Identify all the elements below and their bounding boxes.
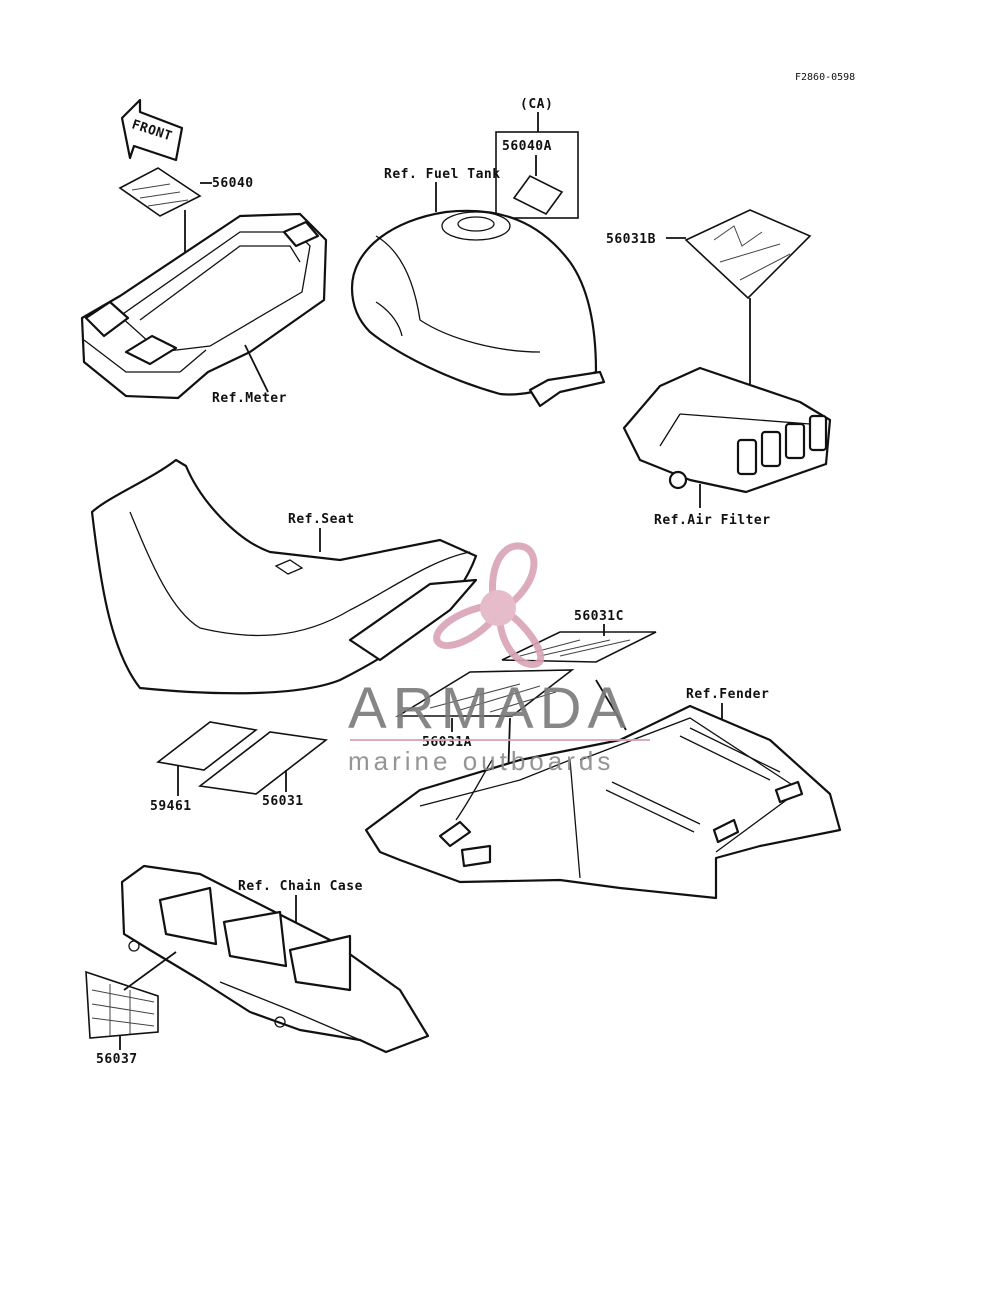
watermark-brand: ARMADA xyxy=(348,676,632,741)
propeller-hub-icon xyxy=(480,590,516,626)
label-ref-seat: Ref.Seat xyxy=(288,512,355,527)
label-56031C: 56031C xyxy=(574,609,624,624)
label-ref-air-filter: Ref.Air Filter xyxy=(654,513,771,528)
meter-assembly xyxy=(80,212,328,400)
rear-fender xyxy=(364,704,842,900)
air-filter xyxy=(622,366,832,494)
front-arrow-icon: FRONT xyxy=(120,98,184,162)
decal-56040A xyxy=(512,174,564,216)
decal-56031C xyxy=(501,631,657,663)
label-ref-meter: Ref.Meter xyxy=(212,391,287,406)
label-56031A: 56031A xyxy=(422,735,472,750)
label-59461: 59461 xyxy=(150,799,192,814)
label-ref-fender: Ref.Fender xyxy=(686,687,769,702)
decal-56031B xyxy=(684,209,812,300)
label-56037: 56037 xyxy=(96,1052,138,1067)
armada-watermark: ARMADA marine outboards xyxy=(348,542,650,776)
diagram-code: F2860-0598 xyxy=(795,72,855,83)
chain-case xyxy=(120,864,430,1054)
decal-59461 xyxy=(156,721,258,771)
decal-56031 xyxy=(198,731,328,795)
label-ref-fuel-tank: Ref. Fuel Tank xyxy=(384,167,501,182)
label-56031B: 56031B xyxy=(606,232,656,247)
label-ref-chain-case: Ref. Chain Case xyxy=(238,879,363,894)
label-56040: 56040 xyxy=(212,176,254,191)
watermark-tagline: marine outboards xyxy=(348,746,614,776)
propeller-logo-icon xyxy=(433,542,545,668)
decal-56040 xyxy=(118,167,202,217)
decal-56037 xyxy=(85,970,159,1039)
decal-56031A xyxy=(395,669,575,717)
label-56031: 56031 xyxy=(262,794,304,809)
label-region: (CA) xyxy=(520,97,553,112)
fuel-tank xyxy=(350,209,606,408)
label-56040A: 56040A xyxy=(502,139,552,154)
seat xyxy=(90,458,478,695)
